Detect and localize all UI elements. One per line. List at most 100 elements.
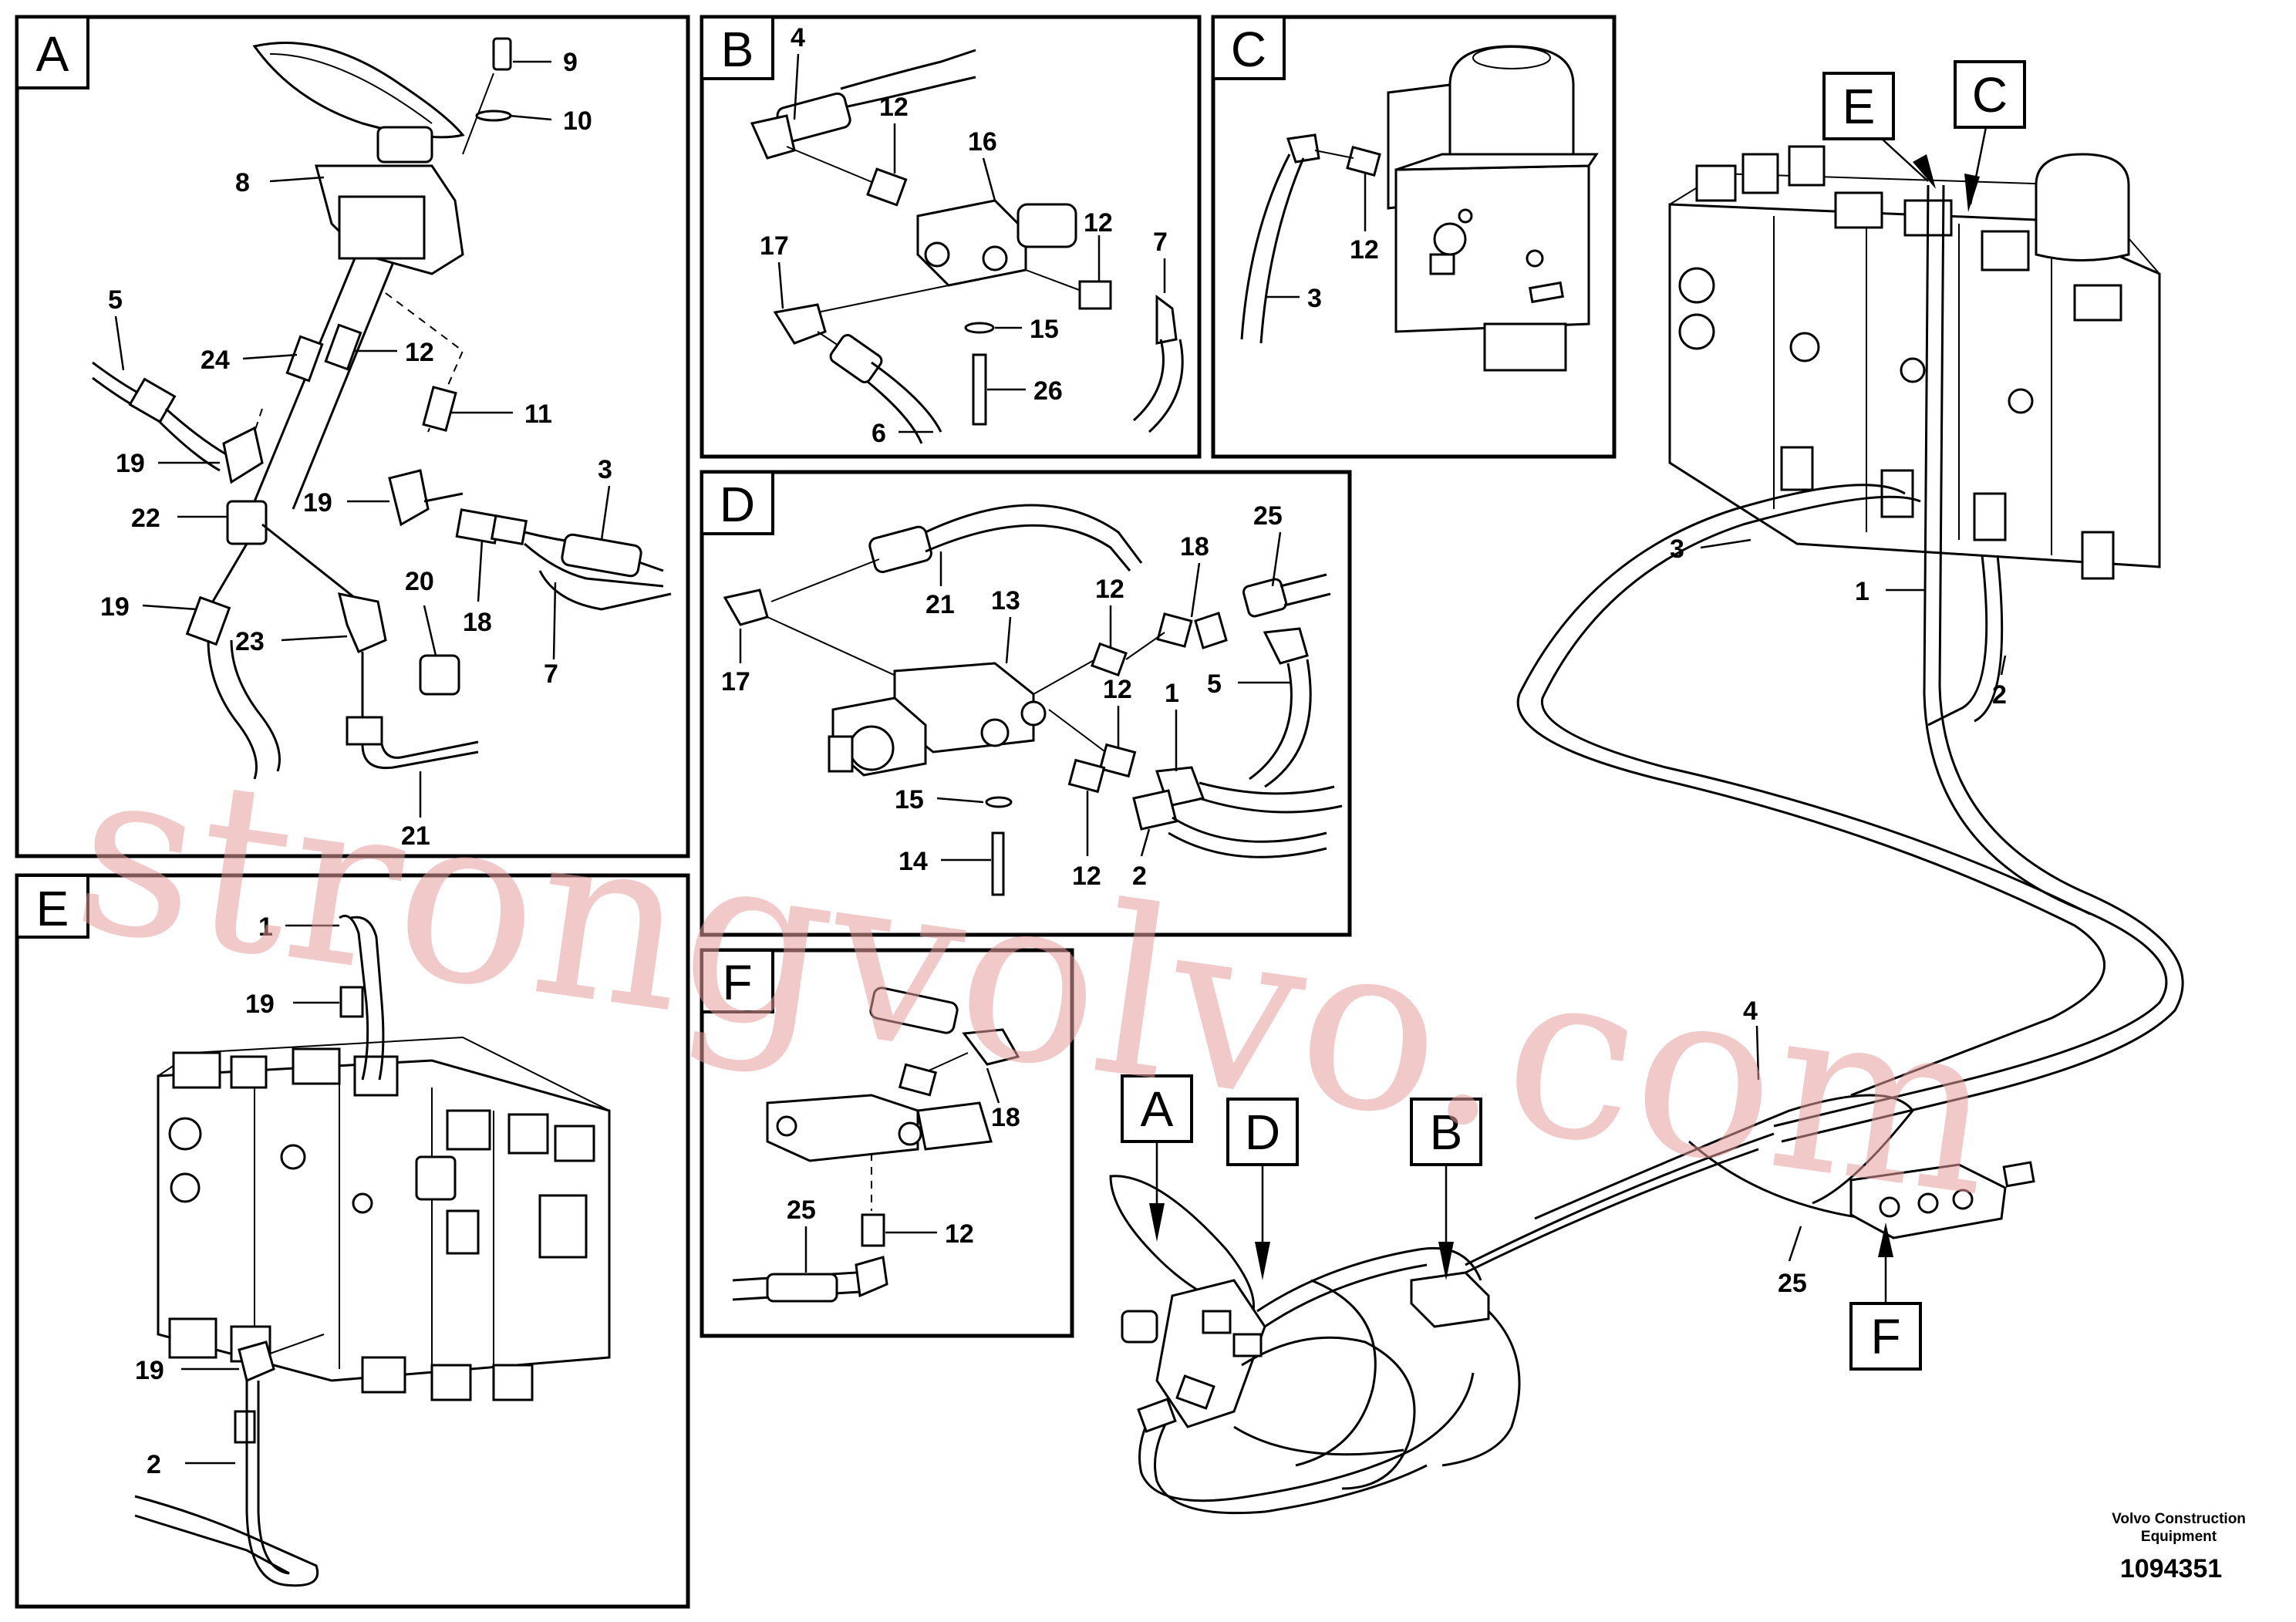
callout-d-5: 5 bbox=[1207, 669, 1222, 699]
callout-a-12: 12 bbox=[405, 338, 434, 367]
panel-b-label: B bbox=[721, 22, 754, 77]
main-tag-b: B bbox=[1410, 1098, 1482, 1280]
main-tag-f-box bbox=[1849, 1302, 1922, 1371]
callout-a-8: 8 bbox=[235, 168, 250, 197]
callout-b-4: 4 bbox=[791, 23, 805, 52]
main-tag-b-box bbox=[1410, 1098, 1482, 1166]
callout-c-12: 12 bbox=[1350, 235, 1379, 265]
callout-b-7: 7 bbox=[1153, 228, 1168, 257]
panel-f-tag bbox=[700, 949, 774, 1013]
callout-a-19: 19 bbox=[116, 449, 145, 478]
callout-a-22: 22 bbox=[131, 504, 160, 533]
panel-d-tag bbox=[700, 470, 774, 535]
callout-b-15: 15 bbox=[1030, 315, 1059, 344]
panel-e-frame bbox=[15, 873, 690, 1609]
callout-a-18: 18 bbox=[463, 608, 492, 637]
callout-a-20: 20 bbox=[405, 567, 434, 596]
main-tag-e-box bbox=[1822, 72, 1895, 140]
callout-main-3: 3 bbox=[1670, 534, 1684, 564]
panel-f: F 18 25 12 bbox=[700, 948, 1074, 1338]
callout-e-19b: 19 bbox=[135, 1356, 164, 1385]
callout-main-2: 2 bbox=[1992, 680, 2007, 710]
callout-a-19b: 19 bbox=[303, 488, 332, 518]
panel-a-tag bbox=[15, 15, 89, 89]
callout-d-12: 12 bbox=[1095, 575, 1124, 604]
panel-c-tag bbox=[1212, 15, 1286, 80]
callout-f-12: 12 bbox=[945, 1219, 974, 1249]
main-tag-c-box bbox=[1954, 60, 2026, 129]
callout-b-26: 26 bbox=[1033, 376, 1063, 406]
callout-e-19: 19 bbox=[245, 990, 275, 1019]
callout-a-11: 11 bbox=[524, 400, 552, 429]
main-tag-c-label: C bbox=[1972, 67, 2008, 123]
callout-d-12c: 12 bbox=[1072, 862, 1101, 891]
callout-e-1: 1 bbox=[258, 912, 273, 942]
panel-d: D bbox=[700, 470, 1352, 937]
main-tag-a-label: A bbox=[1141, 1081, 1174, 1137]
callout-a-3: 3 bbox=[598, 455, 612, 484]
panel-b-frame bbox=[700, 15, 1202, 459]
main-assembly-artwork bbox=[1109, 145, 2184, 1515]
main-tag-d: D bbox=[1226, 1098, 1299, 1280]
main-tag-e: E bbox=[1822, 72, 1936, 189]
panel-a: A bbox=[15, 15, 690, 858]
callout-a-23: 23 bbox=[235, 627, 265, 656]
panel-f-label: F bbox=[722, 955, 752, 1010]
panel-a-artwork bbox=[92, 37, 672, 780]
panel-d-label: D bbox=[720, 477, 755, 532]
callout-d-21: 21 bbox=[925, 590, 955, 619]
main-tag-d-box bbox=[1226, 1098, 1299, 1166]
callout-d-25: 25 bbox=[1253, 501, 1283, 531]
callout-main-25: 25 bbox=[1778, 1269, 1807, 1298]
panel-f-frame bbox=[700, 948, 1074, 1338]
callout-b-17: 17 bbox=[760, 231, 789, 261]
credit-line-1: Volvo Construction bbox=[2112, 1511, 2246, 1527]
callout-d-15: 15 bbox=[895, 785, 924, 814]
callout-b-6: 6 bbox=[872, 419, 886, 448]
panel-f-artwork bbox=[732, 986, 1020, 1303]
main-tag-c: C bbox=[1954, 60, 2026, 212]
callout-d-18: 18 bbox=[1180, 532, 1209, 561]
callout-f-25: 25 bbox=[787, 1195, 816, 1225]
credit-line-2: Equipment bbox=[2141, 1529, 2217, 1545]
main-tag-a-box bbox=[1121, 1074, 1193, 1143]
callout-a-5: 5 bbox=[108, 285, 123, 315]
callout-a-10: 10 bbox=[563, 106, 592, 136]
main-assembly-view: A D B E C F 3 1 2 bbox=[1109, 60, 2184, 1515]
callout-a-9: 9 bbox=[563, 48, 578, 77]
panel-c: C 12 3 bbox=[1211, 15, 1617, 459]
callout-d-13: 13 bbox=[991, 586, 1020, 615]
document-id: 1094351 bbox=[2120, 1554, 2222, 1583]
callout-a-7: 7 bbox=[544, 659, 558, 689]
panel-b-tag bbox=[700, 15, 774, 80]
panel-e-artwork bbox=[134, 915, 611, 1587]
panel-c-frame bbox=[1211, 15, 1617, 459]
panel-d-artwork bbox=[723, 504, 1343, 896]
panel-e-tag bbox=[15, 874, 89, 939]
callout-d-12b: 12 bbox=[1103, 675, 1132, 704]
callout-d-1: 1 bbox=[1165, 679, 1179, 708]
callout-d-14: 14 bbox=[899, 847, 928, 876]
callout-d-17: 17 bbox=[721, 667, 750, 696]
panel-e: E bbox=[15, 873, 690, 1609]
main-tag-d-label: D bbox=[1245, 1104, 1280, 1160]
callout-f-18: 18 bbox=[991, 1103, 1020, 1132]
panel-b: B 4 12 16 1 bbox=[700, 15, 1202, 459]
callout-c-3: 3 bbox=[1307, 284, 1322, 313]
callout-b-12: 12 bbox=[879, 93, 909, 122]
panel-a-label: A bbox=[36, 26, 69, 82]
panel-e-label: E bbox=[36, 881, 69, 936]
panel-d-frame bbox=[700, 470, 1352, 937]
callout-b-12b: 12 bbox=[1084, 208, 1113, 238]
callout-a-21: 21 bbox=[401, 821, 430, 851]
main-tag-a: A bbox=[1121, 1074, 1193, 1242]
main-tag-e-label: E bbox=[1843, 79, 1876, 134]
panel-a-frame bbox=[15, 15, 690, 858]
callout-a-24: 24 bbox=[201, 346, 230, 375]
callout-e-2: 2 bbox=[147, 1450, 161, 1479]
panel-c-artwork bbox=[1240, 45, 1599, 372]
callout-d-2: 2 bbox=[1132, 862, 1147, 891]
main-tag-f: F bbox=[1849, 1222, 1922, 1371]
panel-b-artwork bbox=[750, 49, 1184, 444]
